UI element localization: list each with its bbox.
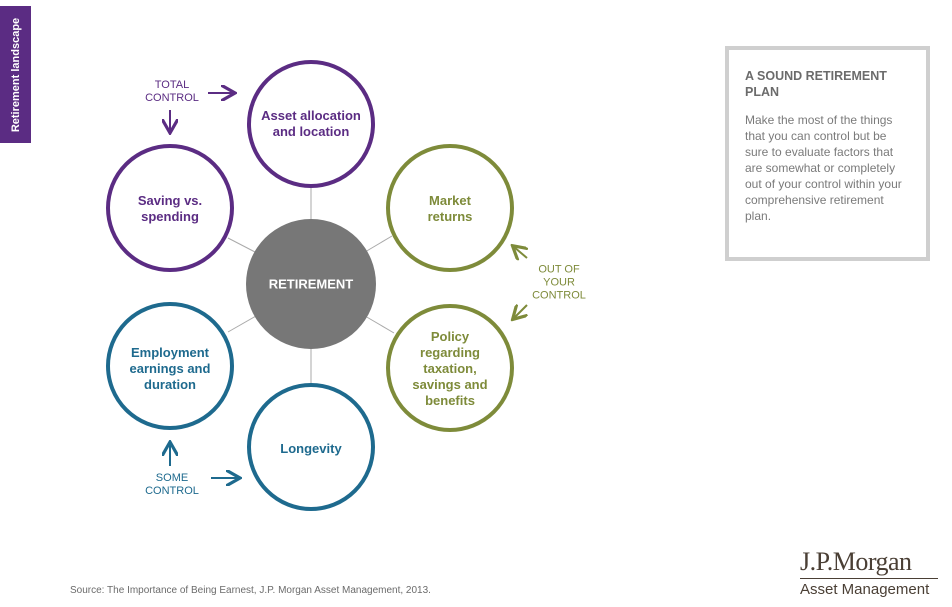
- group-total-control: TOTAL CONTROL: [145, 79, 199, 104]
- circle-policy: [386, 304, 514, 432]
- spoke-saving: [227, 237, 256, 253]
- circle-employment: [106, 302, 234, 430]
- center-label: RETIREMENT: [268, 276, 354, 292]
- logo-main: J.P.Morgan: [800, 547, 912, 576]
- label-longevity: Longevity: [280, 441, 342, 456]
- group-some-control: SOME CONTROL: [145, 472, 199, 497]
- label-saving: Saving vs. spending: [137, 193, 203, 224]
- spoke-market: [364, 235, 393, 253]
- arrow-out-up: [514, 247, 527, 258]
- source-note: Source: The Importance of Being Earnest,…: [70, 585, 431, 596]
- label-employment: Employment earnings and duration: [129, 345, 211, 392]
- center-circle: [246, 219, 376, 349]
- circle-saving: [106, 144, 234, 272]
- logo-sub: Asset Management: [800, 581, 930, 598]
- sound-retirement-plan-box: A SOUND RETIREMENT PLAN Make the most of…: [725, 46, 930, 261]
- sidebox-title: A SOUND RETIREMENT PLAN: [745, 69, 887, 99]
- logo-rule: [800, 578, 938, 579]
- sidebox-body: Make the most of the things that you can…: [745, 113, 902, 223]
- spoke-policy: [364, 315, 395, 334]
- arrow-out-down: [514, 305, 527, 318]
- group-out-of-control: OUT OF YOUR CONTROL: [532, 263, 586, 302]
- spoke-employment: [227, 315, 257, 333]
- label-asset: Asset allocation and location: [261, 108, 361, 139]
- circle-asset: [247, 60, 375, 188]
- label-policy: Policy regarding taxation, savings and b…: [412, 329, 488, 408]
- label-market: Market returns: [427, 193, 473, 224]
- circle-longevity: [247, 383, 375, 511]
- circle-market: [386, 144, 514, 272]
- side-tab: Retirement landscape: [0, 6, 31, 143]
- jpmorgan-logo: J.P.Morgan Asset Management: [800, 548, 940, 599]
